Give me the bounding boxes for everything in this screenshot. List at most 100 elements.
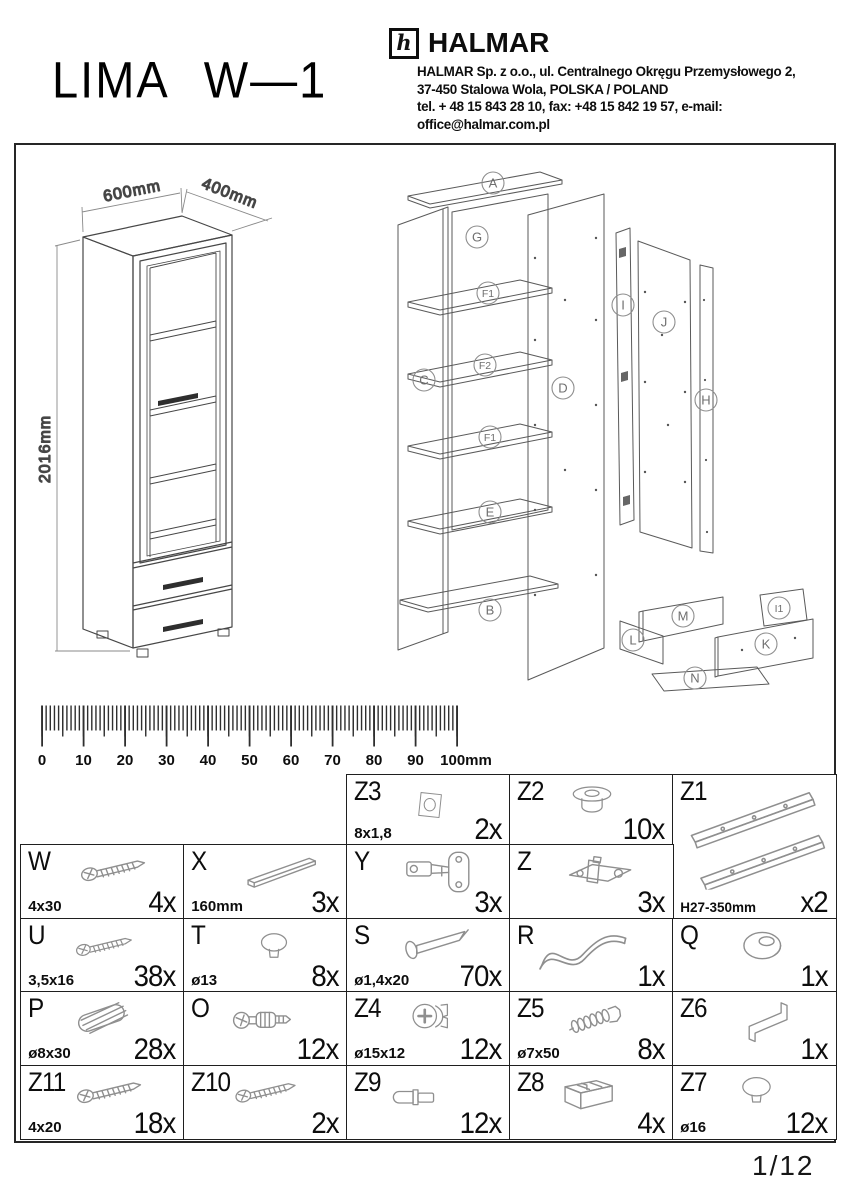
part-spec: 160mm	[191, 898, 243, 916]
connector-pin-icon	[386, 1072, 468, 1120]
part-code: Q	[680, 919, 699, 950]
page-title-model: W—1	[203, 51, 328, 109]
part-cell-z10: Z10 2x	[183, 1064, 348, 1140]
part-cell-z: Z 3x	[509, 844, 674, 920]
page-number: 1/12	[752, 1150, 815, 1181]
part-code: U	[28, 919, 46, 950]
part-spec: ø13	[191, 971, 218, 989]
address-line-2: 37-450 Stalowa Wola, POLSKA / POLAND	[417, 81, 669, 97]
part-cell-x: X 160mm 3x	[183, 844, 348, 920]
part-qty: 12x	[460, 1033, 503, 1067]
washer-icon	[720, 922, 808, 970]
part-cell-z11: Z11 4x20 18x	[20, 1064, 185, 1140]
part-code: W	[28, 846, 51, 877]
part-code: Z7	[680, 1066, 707, 1097]
part-code: X	[191, 846, 207, 877]
page-title-name: LIMA	[52, 51, 170, 109]
part-cell-q: Q 1x	[672, 917, 837, 993]
cover-plate-icon	[400, 781, 462, 829]
part-spec: ø16	[680, 1118, 707, 1136]
part-qty: 12x	[460, 1106, 503, 1140]
part-cell-r: R 1x	[509, 917, 674, 993]
part-code: Z2	[517, 776, 544, 807]
address-line-3: tel. + 48 15 843 28 10, fax: +48 15 842 …	[417, 99, 723, 132]
cover-cap-icon	[235, 925, 313, 973]
part-code: S	[354, 919, 370, 950]
part-cell-p: P ø8x30 28x	[20, 991, 185, 1067]
part-cell-z2: Z2 10x	[509, 774, 674, 846]
part-qty: 1x	[800, 959, 828, 993]
part-cell-z8: Z8 4x	[509, 1064, 674, 1140]
part-code: Z1	[680, 776, 707, 807]
part-code: P	[28, 993, 44, 1024]
part-qty: 4x	[637, 1106, 665, 1140]
part-cell-z7: Z7 ø16 12x	[672, 1064, 837, 1140]
hinge-plate-icon	[551, 848, 651, 896]
part-code: Z10	[191, 1066, 231, 1097]
drawer-slide-icon	[680, 779, 832, 891]
part-spec: 4x30	[28, 898, 62, 916]
part-spec: ø7x50	[517, 1045, 560, 1063]
hinge-icon	[394, 848, 486, 896]
part-qty: 12x	[786, 1106, 829, 1140]
company-address: HALMAR Sp. z o.o., ul. Centralnego Okręg…	[417, 63, 842, 133]
part-code: T	[191, 919, 206, 950]
part-spec: 8x1,8	[354, 824, 392, 842]
part-code: O	[191, 993, 210, 1024]
part-code: Z4	[354, 993, 381, 1024]
part-qty: 4x	[148, 886, 176, 920]
part-cell-u: U 3,5x16 38x	[20, 917, 185, 993]
part-cell-z1: Z1 H27-350mm x2	[672, 774, 837, 920]
brand-header: h HALMAR	[389, 27, 549, 59]
hardware-parts-table: Z3 8x1,8 2x Z2 10x Z1 H27-350mm x2 W 4x3…	[20, 774, 837, 1140]
part-cell-o: O 12x	[183, 991, 348, 1067]
part-cell-z6: Z6 1x	[672, 991, 837, 1067]
part-code: Y	[354, 846, 370, 877]
part-cell-t: T ø13 8x	[183, 917, 348, 993]
allen-key-icon	[724, 995, 808, 1051]
part-code: Z	[517, 846, 532, 877]
part-code: Z3	[354, 776, 381, 807]
part-qty: 2x	[474, 812, 502, 846]
part-qty: 28x	[134, 1033, 177, 1067]
part-code: Z8	[517, 1066, 544, 1097]
part-qty: 3x	[474, 886, 502, 920]
part-cell-w: W 4x30 4x	[20, 844, 185, 920]
part-cell-z3: Z3 8x1,8 2x	[346, 774, 511, 846]
part-cell-z4: Z4 ø15x12 12x	[346, 991, 511, 1067]
part-qty: x2	[800, 886, 828, 920]
part-qty: 8x	[311, 959, 339, 993]
part-spec: 4x20	[28, 1118, 62, 1136]
part-qty: 10x	[623, 812, 666, 846]
part-qty: 70x	[460, 959, 503, 993]
screw-icon	[231, 1070, 313, 1118]
halmar-logo-icon: h	[389, 27, 419, 59]
part-spec: ø8x30	[28, 1045, 71, 1063]
part-spec: ø15x12	[354, 1045, 406, 1063]
page-title: LIMA W—1	[52, 50, 327, 109]
part-spec: ø1,4x20	[354, 971, 410, 989]
plastic-block-icon	[547, 1072, 639, 1120]
round-cap-icon	[553, 779, 631, 827]
part-code: Z9	[354, 1066, 381, 1097]
diagram-frame	[14, 143, 836, 1143]
part-qty: 3x	[637, 886, 665, 920]
part-qty: 18x	[134, 1106, 177, 1140]
part-qty: 2x	[311, 1106, 339, 1140]
part-qty: 1x	[637, 959, 665, 993]
part-cell-z5: Z5 ø7x50 8x	[509, 991, 674, 1067]
cam-lock-icon	[392, 994, 470, 1042]
part-cell-z9: Z9 12x	[346, 1064, 511, 1140]
brand-name: HALMAR	[428, 27, 550, 58]
part-cell-y: Y 3x	[346, 844, 511, 920]
part-cell-s: S ø1,4x20 70x	[346, 917, 511, 993]
part-qty: 8x	[637, 1033, 665, 1067]
address-line-1: HALMAR Sp. z o.o., ul. Centralnego Okręg…	[417, 64, 796, 79]
part-code: Z11	[28, 1066, 66, 1097]
part-code: R	[517, 919, 535, 950]
part-code: Z6	[680, 993, 707, 1024]
part-code: Z5	[517, 993, 544, 1024]
part-qty: 1x	[800, 1033, 828, 1067]
part-qty: 12x	[297, 1033, 340, 1067]
part-qty: 38x	[134, 959, 177, 993]
